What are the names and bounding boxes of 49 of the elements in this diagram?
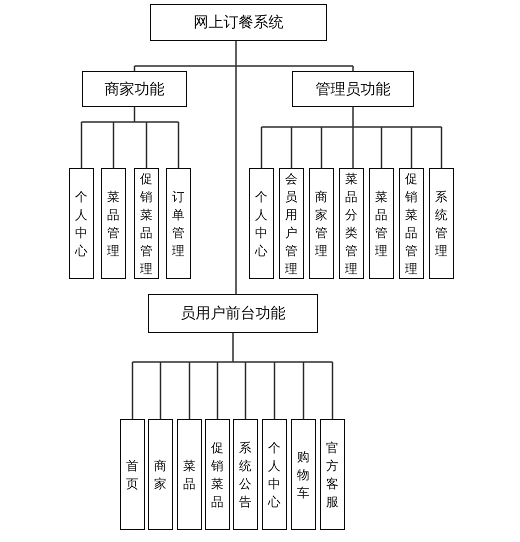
connector-line xyxy=(112,122,114,168)
connector-line xyxy=(146,122,148,168)
module-box: 员用户前台功能 xyxy=(148,294,318,333)
function-box: 购物车 xyxy=(291,419,316,530)
connector-line xyxy=(410,127,412,168)
connector-line xyxy=(80,106,180,123)
connector-line xyxy=(160,362,162,419)
connector-line xyxy=(332,362,334,419)
connector-line xyxy=(188,362,190,419)
function-box: 菜品管理 xyxy=(369,168,394,279)
module-box: 商家功能 xyxy=(82,71,187,107)
function-box: 系统公告 xyxy=(233,419,258,530)
connector-line xyxy=(216,362,218,419)
function-box: 系统管理 xyxy=(429,168,454,279)
function-box: 个人中心 xyxy=(69,168,94,279)
function-box: 订单管理 xyxy=(166,168,191,279)
function-box: 菜品分类管理 xyxy=(339,168,364,279)
module-box: 网上订餐系统 xyxy=(150,4,327,41)
connector-line xyxy=(352,127,354,168)
function-box: 促销菜品管理 xyxy=(399,168,424,279)
function-box: 商家管理 xyxy=(309,168,334,279)
connector-line xyxy=(132,332,334,363)
function-box: 菜品 xyxy=(177,419,202,530)
connector-line xyxy=(320,127,322,168)
connector-line xyxy=(80,122,82,168)
connector-line xyxy=(302,362,304,419)
connector-line xyxy=(134,66,136,71)
connector-line xyxy=(440,127,442,168)
function-box: 个人中心 xyxy=(262,419,287,530)
connector-line xyxy=(134,40,354,67)
function-box: 促销菜品管理 xyxy=(134,168,159,279)
connector-line xyxy=(178,122,180,168)
connector-line xyxy=(352,66,354,71)
function-box: 首页 xyxy=(120,419,145,530)
connector-line xyxy=(235,66,237,294)
connector-line xyxy=(380,127,382,168)
connector-line xyxy=(260,106,442,128)
function-box: 促销菜品 xyxy=(205,419,230,530)
connector-line xyxy=(260,127,262,168)
function-box: 官方客服 xyxy=(320,419,345,530)
connector-line xyxy=(290,127,292,168)
connector-line xyxy=(132,362,134,419)
function-box: 个人中心 xyxy=(249,168,274,279)
module-box: 管理员功能 xyxy=(292,71,414,107)
function-box: 商家 xyxy=(148,419,173,530)
connector-line xyxy=(244,362,246,419)
connector-line xyxy=(274,362,276,419)
function-box: 会员用户管理 xyxy=(279,168,304,279)
function-box: 菜品管理 xyxy=(101,168,126,279)
